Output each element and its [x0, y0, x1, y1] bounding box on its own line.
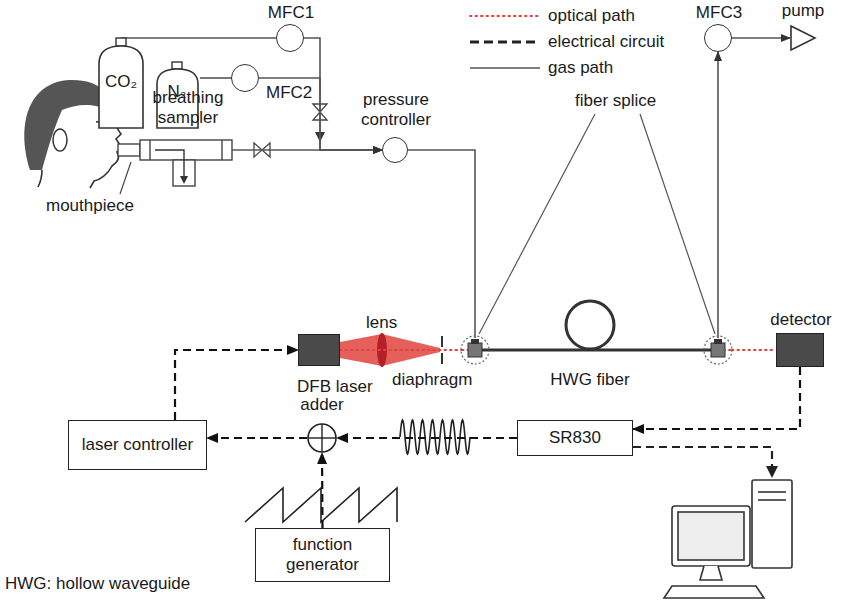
computer: [664, 480, 792, 598]
gas-cylinder: CO₂: [97, 38, 145, 130]
legend-sample: [470, 67, 540, 69]
lock-in-amplifier: SR830: [517, 420, 633, 456]
optical-path: [732, 349, 776, 351]
node-label: CO₂: [105, 72, 137, 92]
flow-controller: MFC2: [231, 64, 259, 92]
gas-line: [232, 149, 382, 151]
sawtooth-wave: [245, 488, 397, 522]
signal-wire: [321, 453, 324, 528]
gas-line: [200, 77, 231, 79]
node-label: SR830: [549, 428, 601, 448]
breathing-sampler: breathing sampler: [140, 140, 232, 160]
node-label: MFC1: [268, 3, 314, 23]
node-label: breathing sampler: [141, 88, 235, 127]
arrow-head: [766, 466, 778, 478]
node-label: pressure controller: [348, 90, 444, 129]
generator-box: function generator: [255, 528, 390, 582]
node-label: DFB laser: [297, 377, 373, 397]
breathing-sampler-drawing: [118, 140, 232, 186]
part-label: HWG: hollow waveguide: [5, 574, 190, 594]
node-label: detector: [770, 310, 831, 330]
part-label: lens: [366, 313, 397, 333]
leader-line: [120, 162, 131, 194]
detector-box: detector: [776, 333, 824, 367]
node-label: laser controller: [82, 435, 194, 455]
signal-wire: [207, 437, 307, 439]
signal-wire: [175, 350, 298, 420]
laser-source: DFB laser: [298, 334, 340, 366]
legend-sample: [470, 41, 540, 44]
node-label: pump: [782, 1, 825, 21]
legend-sample: [470, 15, 540, 17]
node-label: function generator: [273, 535, 373, 574]
node-label: MFC3: [696, 3, 742, 23]
flow-controller: MFC1: [276, 24, 304, 52]
gas-line: [732, 37, 790, 39]
part-label: mouthpiece: [46, 196, 134, 216]
signal-wire: [633, 447, 772, 472]
pump-symbol: pump: [790, 25, 816, 51]
diaphragm-symbol: [441, 353, 443, 364]
node-label: adder: [300, 395, 343, 415]
controller-box: laser controller: [68, 420, 207, 470]
optical-path: [340, 349, 462, 351]
leader-line: [479, 114, 595, 334]
node-label: HWG fiber: [550, 370, 629, 390]
hollow-waveguide: HWG fiber: [462, 298, 732, 360]
gas-line: [408, 150, 475, 298]
node-label: MFC2: [266, 83, 312, 103]
signal-wire: [633, 367, 800, 429]
diaphragm-symbol: [441, 336, 443, 347]
legend-text: electrical circuit: [548, 32, 664, 52]
signal-wire: [337, 437, 517, 439]
gas-line: [121, 37, 276, 39]
part-label: diaphragm: [392, 370, 472, 390]
pressure-controller: pressure controller: [382, 137, 408, 163]
legend-text: optical path: [548, 6, 635, 26]
legend-text: gas path: [548, 58, 613, 78]
gas-line: [717, 52, 719, 298]
flow-controller: MFC3: [704, 24, 732, 52]
adder-symbol: adder: [307, 423, 337, 453]
part-label: fiber splice: [575, 91, 656, 111]
leader-line: [640, 114, 715, 334]
